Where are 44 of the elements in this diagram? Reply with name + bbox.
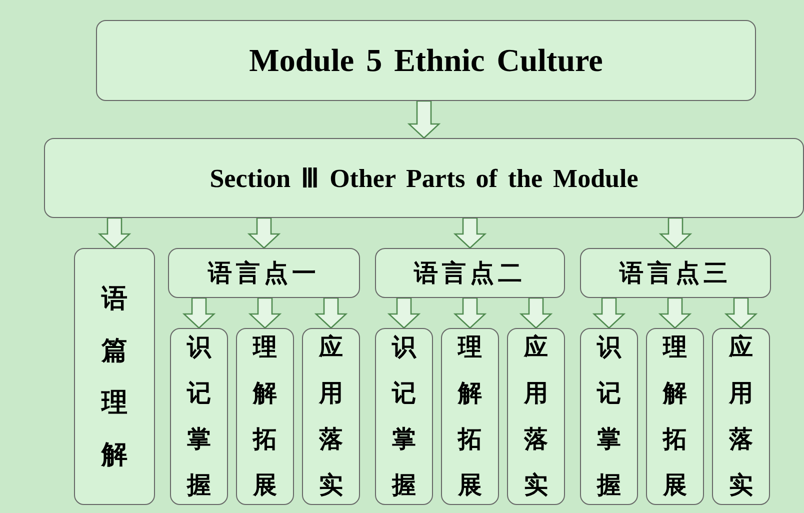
vertical-box: [74, 248, 155, 505]
block-arrow: [182, 297, 216, 329]
block-arrow: [247, 217, 281, 249]
title-box: [168, 248, 360, 298]
box-label: 语言点二: [414, 259, 526, 289]
vertical-box: [646, 328, 704, 505]
vertical-box: [375, 328, 433, 505]
vertical-box: [712, 328, 770, 505]
block-arrow: [658, 297, 692, 329]
block-arrow: [314, 297, 348, 329]
box-label: 应用落实: [319, 333, 343, 500]
block-arrow: [658, 217, 692, 249]
block-arrow: [724, 297, 758, 329]
block-arrow: [407, 100, 441, 139]
box-label: Module 5 Ethnic Culture: [249, 42, 603, 79]
box-label: 语言点三: [620, 259, 732, 289]
vertical-box: [302, 328, 360, 505]
block-arrow: [453, 217, 487, 249]
box-label: 识记掌握: [392, 334, 416, 500]
block-arrow: [453, 297, 487, 329]
title-box: [96, 20, 756, 101]
box-label: Section Ⅲ Other Parts of the Module: [210, 162, 638, 194]
block-arrow: [519, 297, 553, 329]
box-label: 应用落实: [524, 333, 548, 500]
box-label: 识记掌握: [597, 334, 621, 500]
vertical-box: [236, 328, 294, 505]
title-box: [44, 138, 804, 218]
vertical-box: [580, 328, 638, 505]
box-label: 理解拓展: [663, 334, 687, 500]
vertical-box: [507, 328, 565, 505]
box-label: 识记掌握: [187, 334, 211, 500]
block-arrow: [387, 297, 421, 329]
vertical-box: [170, 328, 228, 505]
vertical-box: [441, 328, 499, 505]
title-box: [375, 248, 565, 298]
box-label: 应用落实: [729, 333, 753, 500]
block-arrow: [248, 297, 282, 329]
box-label: 语篇理解: [102, 282, 128, 470]
box-label: 理解拓展: [253, 334, 277, 500]
box-label: 理解拓展: [458, 334, 482, 500]
title-box: [580, 248, 771, 298]
box-label: 语言点一: [208, 259, 320, 289]
block-arrow: [98, 217, 132, 249]
block-arrow: [592, 297, 626, 329]
